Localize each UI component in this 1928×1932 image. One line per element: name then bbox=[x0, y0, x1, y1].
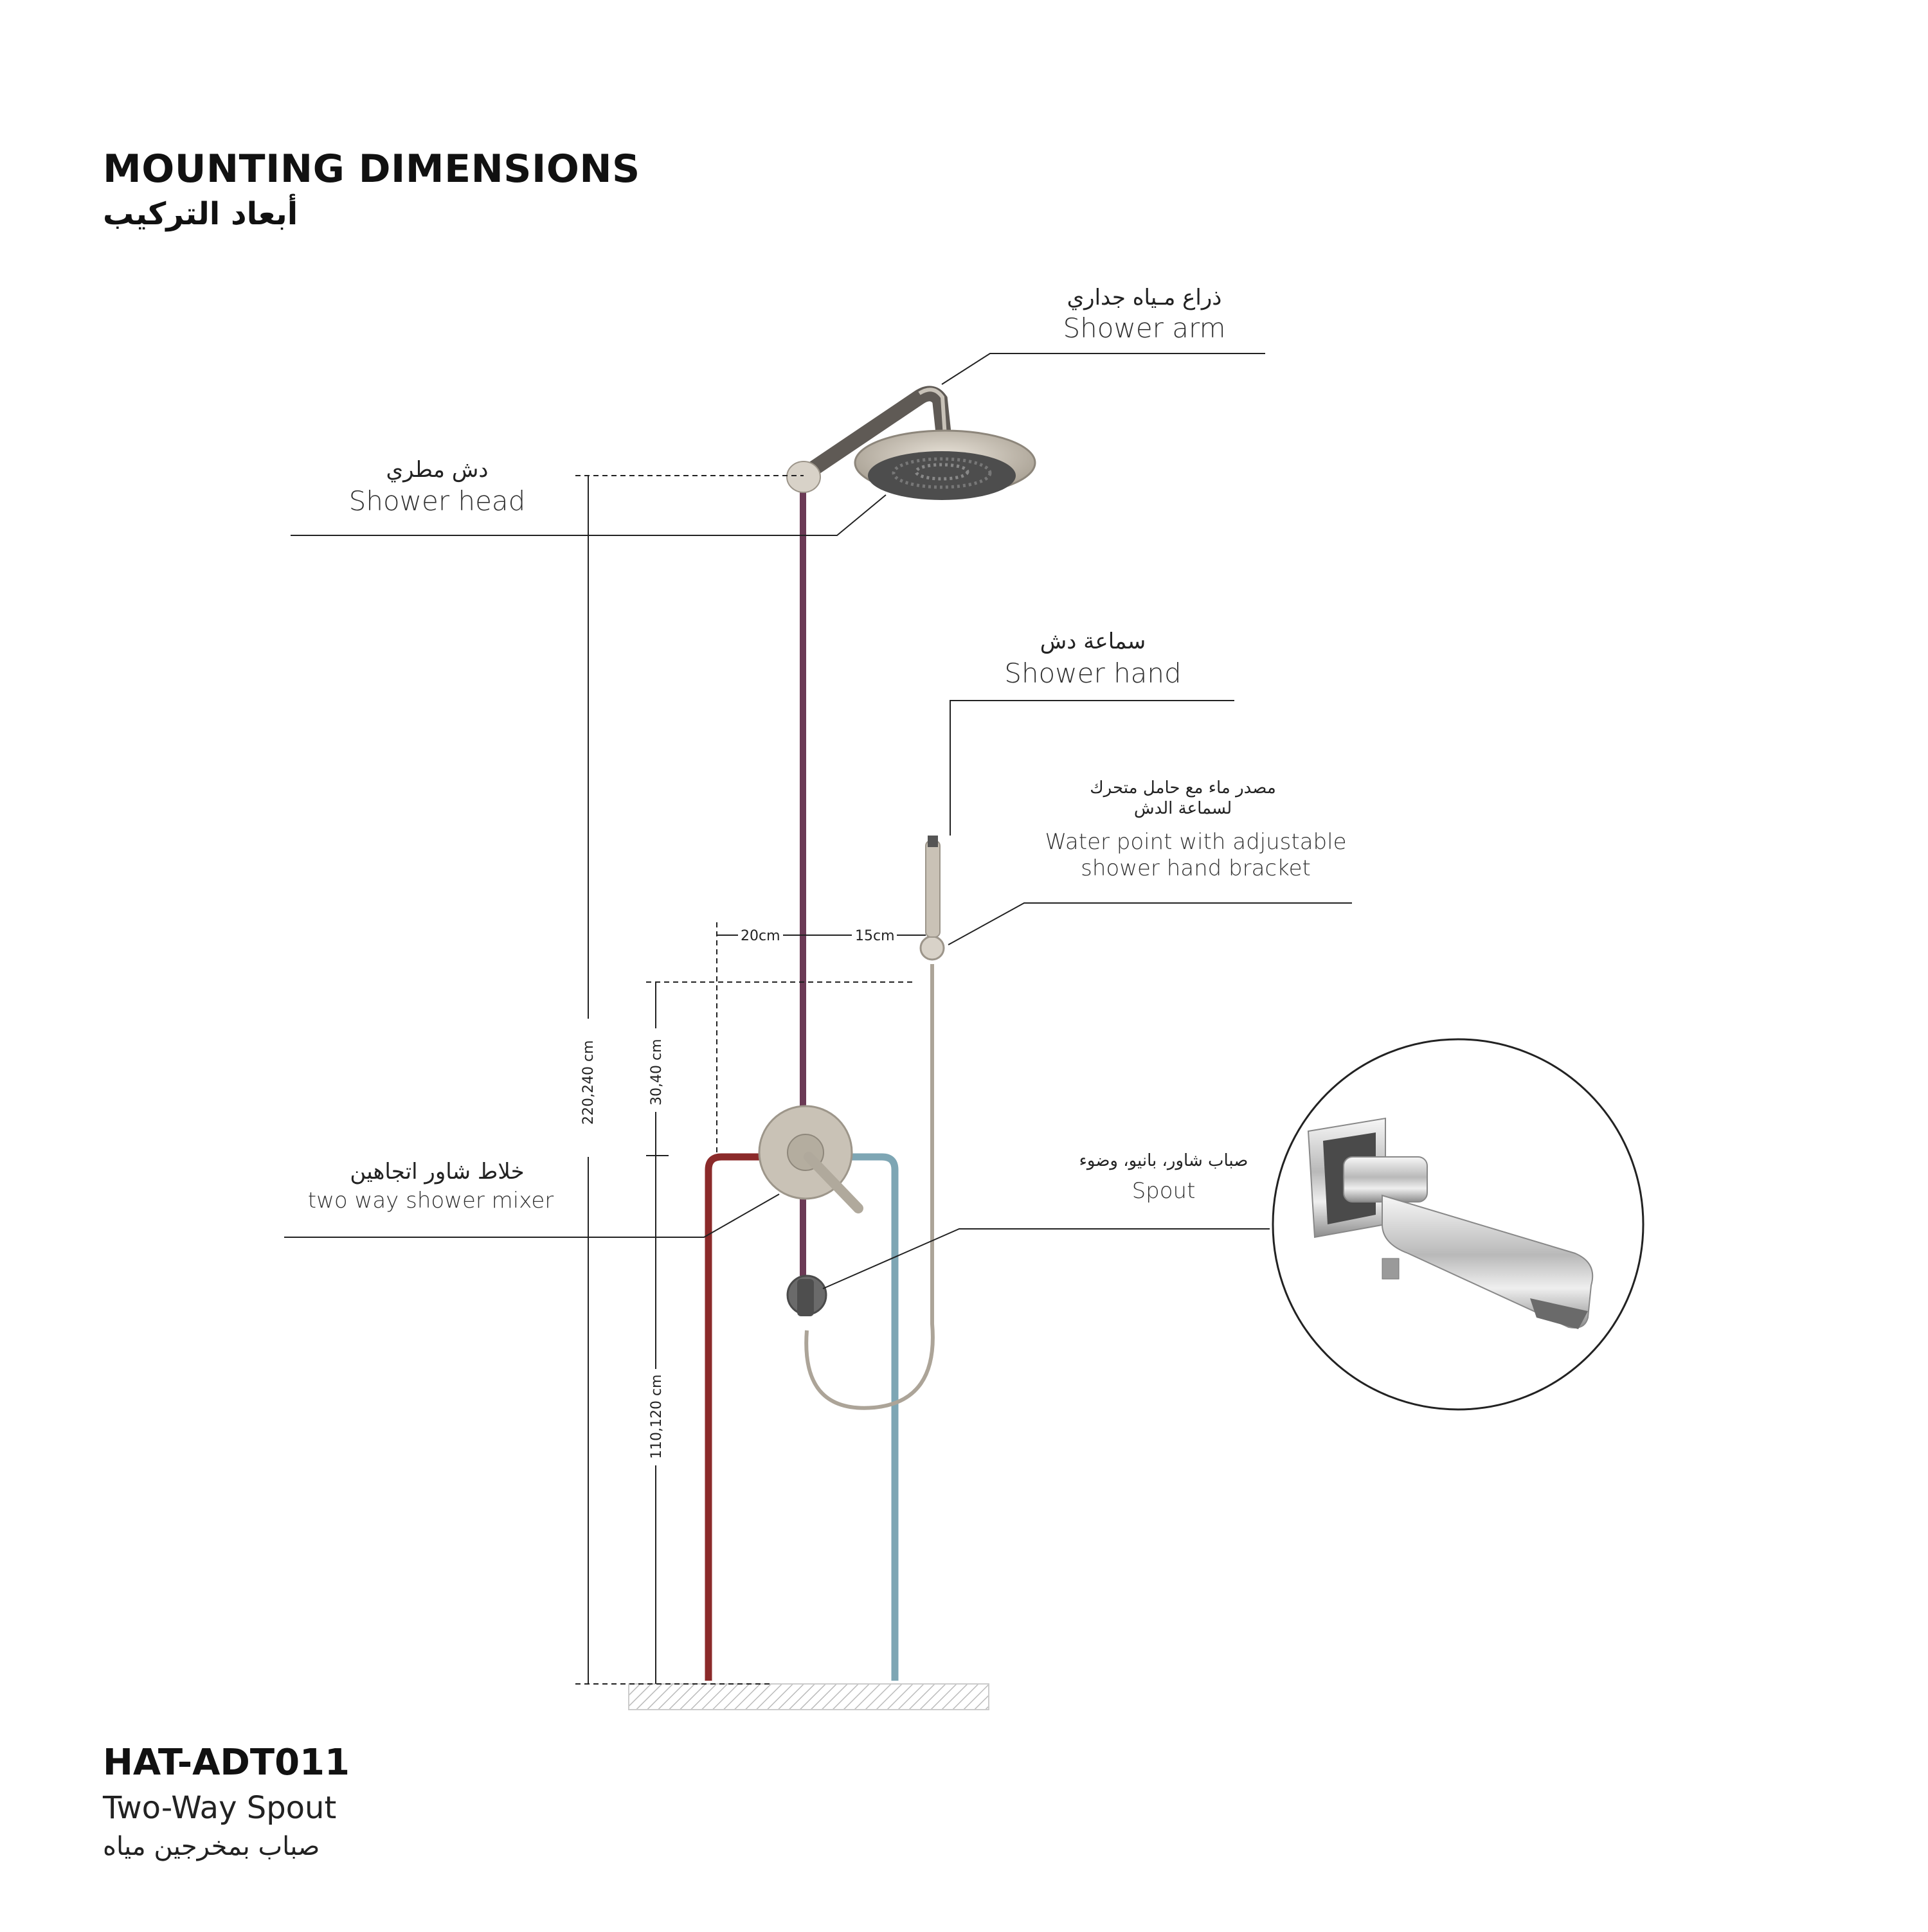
label-spout-arabic: صباب شاور، بانيو، وضوء bbox=[1079, 1151, 1248, 1170]
label-shower-hand: Shower hand bbox=[1004, 657, 1182, 689]
spout-illustration bbox=[1307, 1117, 1594, 1329]
label-shower-arm-arabic: ذراع مـياه جداري bbox=[1067, 285, 1222, 310]
leader-water-point bbox=[948, 902, 1352, 945]
hand-shower-bracket bbox=[919, 935, 945, 961]
product-name: Two-Way Spout bbox=[103, 1790, 337, 1826]
page-title: MOUNTING DIMENSIONS bbox=[103, 147, 640, 192]
label-spout: Spout bbox=[1131, 1178, 1196, 1204]
label-water-point-arabic-line2: لسماعة الدش bbox=[1133, 799, 1232, 818]
leader-mixer bbox=[284, 1194, 780, 1238]
label-mixer-arabic: خلاط شاور اتجاهين bbox=[350, 1159, 525, 1185]
dim-mixer-height: 110,120 cm bbox=[649, 1375, 665, 1460]
hand-shower bbox=[925, 840, 941, 938]
shower-hose bbox=[804, 964, 935, 1410]
label-shower-arm: Shower arm bbox=[1063, 312, 1226, 344]
hot-water-pipe bbox=[705, 1153, 781, 1681]
leader-shower-arm bbox=[941, 353, 1265, 385]
label-shower-hand-arabic: سماعة دش bbox=[1040, 629, 1146, 654]
leader-spout bbox=[822, 1228, 1270, 1289]
label-water-point-line1: Water point with adjustable bbox=[1045, 829, 1347, 855]
product-model: HAT-ADT011 bbox=[103, 1742, 350, 1784]
dim-right-gap: 15cm bbox=[855, 928, 895, 944]
dim-left-gap: 20cm bbox=[741, 928, 780, 944]
label-mixer: two way shower mixer bbox=[307, 1188, 554, 1213]
shower-arm bbox=[795, 386, 951, 483]
leader-shower-hand bbox=[950, 700, 1234, 836]
shower-arm-flange bbox=[786, 461, 821, 493]
label-shower-head-arabic: دش مطري bbox=[386, 457, 489, 483]
dim-upper-offset: 30,40 cm bbox=[649, 1039, 665, 1105]
floor-hatch bbox=[628, 1683, 989, 1710]
dim-total-height: 220,240 cm bbox=[581, 1041, 597, 1125]
product-name-arabic: صباب بمخرجين مياه bbox=[103, 1832, 320, 1861]
page-title-arabic: أبعاد التركيب bbox=[103, 196, 298, 232]
label-water-point-line2: shower hand bracket bbox=[1081, 855, 1311, 881]
label-water-point-arabic-line1: مصدر ماء مع حامل متحرك bbox=[1090, 778, 1276, 798]
label-shower-head: Shower head bbox=[348, 485, 526, 517]
cold-water-pipe bbox=[829, 1153, 899, 1681]
mixer-lever bbox=[804, 1152, 863, 1213]
leader-shower-head bbox=[291, 494, 887, 536]
